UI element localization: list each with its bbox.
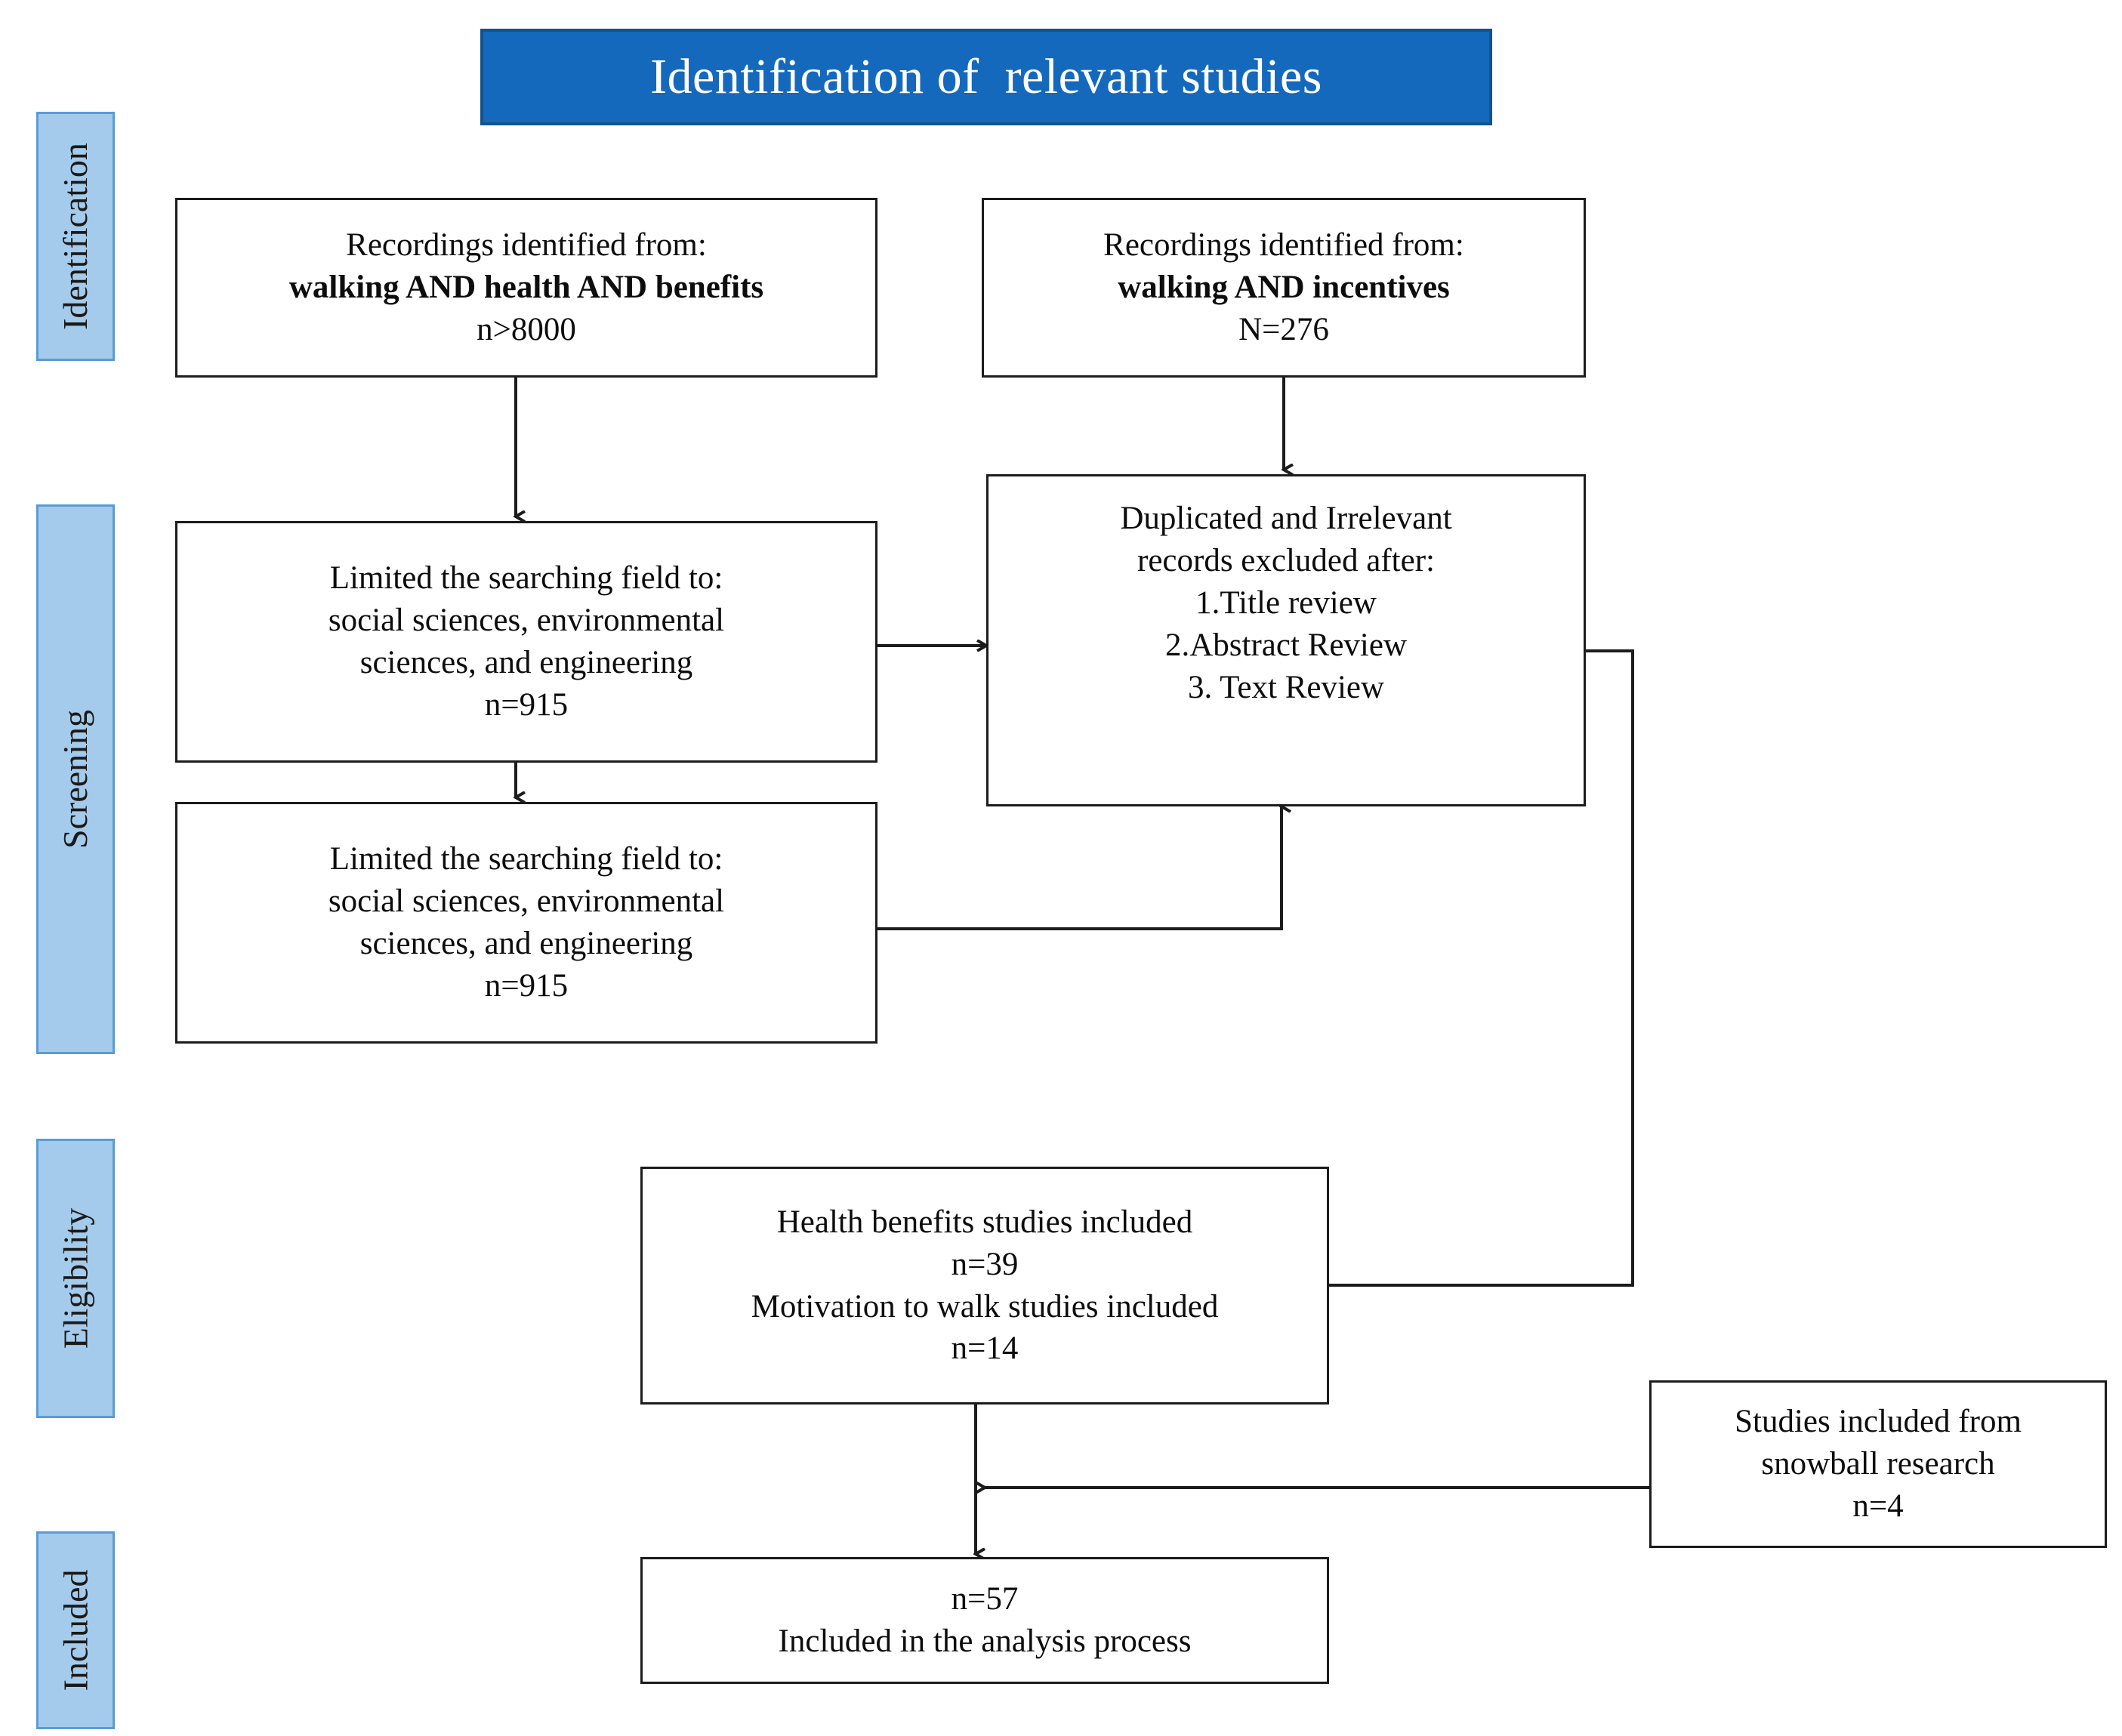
- box-final-included: n=57 Included in the analysis process: [640, 1557, 1329, 1684]
- box-snowball-line2: snowball research: [1761, 1446, 1995, 1482]
- box-excluded-line5: 3. Text Review: [1187, 669, 1385, 705]
- box-eligibility-line3: Motivation to walk studies included: [751, 1288, 1219, 1324]
- box-limited-incentives: Limited the searching field to: social s…: [175, 802, 877, 1044]
- box-excluded-records: Duplicated and Irrelevant records exclud…: [986, 474, 1586, 806]
- box-limited-incentives-line1: Limited the searching field to:: [329, 841, 723, 877]
- box-identified-health: Recordings identified from: walking AND …: [175, 198, 877, 378]
- box-snowball-line1: Studies included from: [1735, 1404, 2022, 1440]
- stage-label-eligibility: Eligibility: [36, 1139, 115, 1418]
- box-snowball-line3: n=4: [1852, 1488, 1904, 1524]
- connector-limited-incentives-to-excluded: [877, 806, 1282, 930]
- box-limited-health-line1: Limited the searching field to:: [329, 560, 723, 597]
- stage-label-included-text: Included: [56, 1569, 94, 1691]
- box-excluded-line1: Duplicated and Irrelevant: [1120, 501, 1452, 536]
- box-eligibility-line1: Health benefits studies included: [776, 1204, 1193, 1240]
- box-limited-health-line2: social sciences, environmental: [328, 603, 725, 639]
- box-snowball-research: Studies included from snowball research …: [1649, 1380, 2107, 1548]
- box-eligibility-included: Health benefits studies included n=39 Mo…: [640, 1167, 1329, 1405]
- box-identified-incentives-line3: N=276: [1238, 311, 1329, 347]
- box-final-line1: n=57: [951, 1581, 1019, 1617]
- stage-label-identification-text: Identification: [56, 143, 95, 330]
- stage-label-eligibility-text: Eligibility: [56, 1207, 94, 1349]
- box-identified-incentives-line1: Recordings identified from:: [1103, 227, 1464, 264]
- box-final-line2: Included in the analysis process: [778, 1623, 1192, 1659]
- box-identified-incentives-line2: walking AND incentives: [1118, 270, 1450, 306]
- box-excluded-line2: records excluded after:: [1137, 542, 1435, 578]
- box-limited-health: Limited the searching field to: social s…: [175, 521, 877, 763]
- box-limited-incentives-line3: sciences, and engineering: [359, 926, 693, 961]
- page-title: Identification of relevant studies: [480, 29, 1492, 125]
- box-excluded-line3: 1.Title review: [1195, 584, 1377, 621]
- box-limited-incentives-line2: social sciences, environmental: [328, 883, 725, 920]
- box-limited-health-line3: sciences, and engineering: [359, 645, 693, 680]
- stage-label-screening-text: Screening: [56, 710, 94, 849]
- box-limited-incentives-line4: n=915: [484, 967, 569, 1004]
- stage-label-screening: Screening: [36, 504, 115, 1054]
- stage-label-included: Included: [36, 1531, 115, 1729]
- box-identified-incentives: Recordings identified from: walking AND …: [982, 198, 1586, 378]
- box-excluded-line4: 2.Abstract Review: [1164, 627, 1408, 663]
- stage-label-identification: Identification: [36, 112, 115, 361]
- box-identified-health-line1: Recordings identified from:: [346, 227, 707, 264]
- box-eligibility-line2: n=39: [951, 1246, 1019, 1282]
- box-identified-health-line2: walking AND health AND benefits: [288, 270, 764, 306]
- box-limited-health-line4: n=915: [484, 686, 569, 723]
- box-identified-health-line3: n>8000: [477, 311, 576, 347]
- box-eligibility-line4: n=14: [951, 1331, 1019, 1367]
